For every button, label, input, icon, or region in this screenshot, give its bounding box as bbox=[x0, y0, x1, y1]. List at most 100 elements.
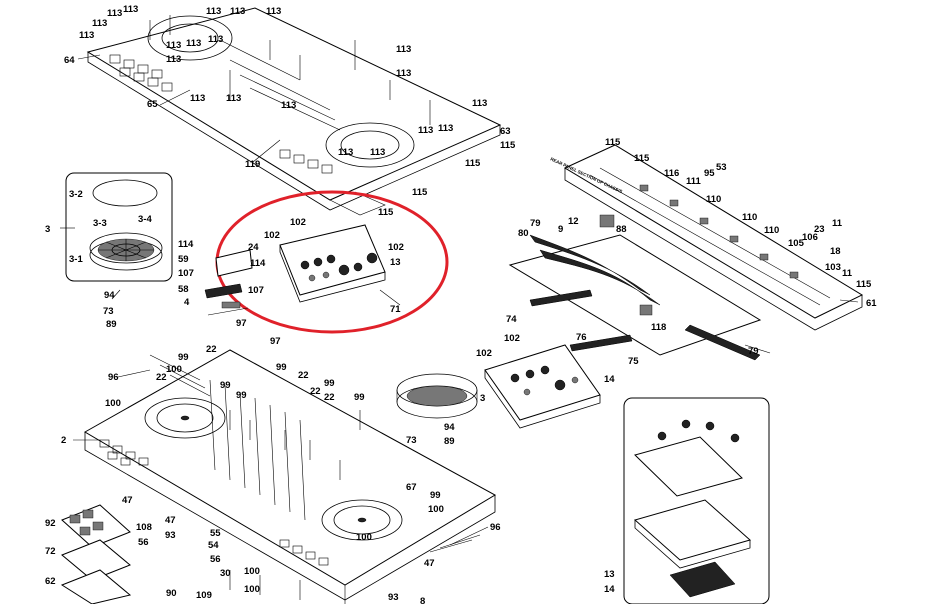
callout-c82: 55 bbox=[210, 528, 221, 539]
callout-c35: 94 bbox=[104, 290, 115, 301]
callout-c108: 79 bbox=[748, 346, 759, 357]
callout-c92: 72 bbox=[45, 546, 56, 557]
callout-c46: 102 bbox=[290, 217, 306, 228]
callout-c91: 92 bbox=[45, 518, 56, 529]
callout-c40: 59 bbox=[178, 254, 189, 265]
callout-c45: 107 bbox=[248, 285, 264, 296]
callout-c118: 105 bbox=[788, 238, 805, 249]
callout-c100: 76 bbox=[576, 332, 587, 343]
callout-c56: 22 bbox=[156, 372, 167, 383]
callout-c33: 3-4 bbox=[138, 214, 152, 225]
callout-c115: 110 bbox=[706, 194, 721, 205]
callout-c44: 4 bbox=[184, 297, 190, 308]
callout-c31: 3-2 bbox=[69, 189, 83, 200]
callout-c81: 54 bbox=[208, 540, 219, 551]
callout-c89: 93 bbox=[388, 592, 399, 603]
callout-c72: 67 bbox=[406, 482, 417, 493]
leader-lines bbox=[60, 54, 859, 546]
callout-c50: 71 bbox=[390, 304, 401, 315]
callout-c58: 100 bbox=[105, 398, 121, 409]
callout-c95: 100 bbox=[356, 532, 372, 543]
main-chassis bbox=[83, 349, 497, 601]
callout-c67: 99 bbox=[354, 392, 365, 403]
callout-c34: 3-1 bbox=[69, 254, 83, 265]
callout-c96: 102 bbox=[476, 348, 492, 359]
callout-c120: 23 bbox=[814, 224, 825, 235]
callout-c114: 53 bbox=[716, 162, 727, 173]
callout-c104: 9 bbox=[558, 224, 563, 235]
callout-c122: 18 bbox=[830, 246, 841, 257]
callout-c123: 103 bbox=[825, 262, 841, 273]
callout-c75: 96 bbox=[490, 522, 501, 533]
callout-c19: 113 bbox=[338, 147, 353, 158]
callout-c102: 79 bbox=[530, 218, 541, 229]
callout-c32: 3-3 bbox=[93, 218, 107, 229]
callout-c1: 113 bbox=[92, 18, 107, 29]
callout-c26: 115 bbox=[412, 187, 428, 198]
callout-c2: 113 bbox=[107, 8, 122, 19]
callout-c13: 113 bbox=[396, 68, 411, 79]
callout-c63: 99 bbox=[324, 378, 335, 389]
callout-c54: 97 bbox=[270, 336, 281, 347]
callout-c22: 64 bbox=[64, 55, 75, 66]
callout-c39: 24 bbox=[248, 242, 259, 253]
callout-c62: 22 bbox=[310, 386, 321, 397]
callout-c103: 80 bbox=[518, 228, 529, 239]
callout-c80: 93 bbox=[165, 530, 176, 541]
callout-c99: 75 bbox=[628, 356, 639, 367]
callout-c3: 113 bbox=[123, 4, 138, 15]
callout-c88: 109 bbox=[196, 590, 212, 601]
jog-wheel-inset bbox=[65, 172, 173, 282]
jog-wheel-right bbox=[396, 373, 478, 419]
callout-c36: 73 bbox=[103, 306, 114, 317]
callout-c37: 89 bbox=[106, 319, 117, 330]
callout-c126: 61 bbox=[866, 298, 877, 309]
callout-c24: 119 bbox=[245, 159, 260, 170]
callout-c73: 99 bbox=[430, 490, 441, 501]
callout-c93: 62 bbox=[45, 576, 56, 587]
callout-c98: 14 bbox=[604, 374, 615, 385]
callout-c52: 99 bbox=[178, 352, 189, 363]
callout-c9: 113 bbox=[166, 40, 181, 51]
callout-c30: 3 bbox=[45, 224, 50, 235]
callout-c86: 30 bbox=[220, 568, 231, 579]
bracket-parts bbox=[204, 249, 253, 316]
callout-c110: 115 bbox=[634, 153, 650, 164]
callout-labels: 113 113 113 113 113 113 113 113 113 113 … bbox=[45, 4, 877, 604]
callout-c107: 118 bbox=[651, 322, 666, 333]
callout-c76: 47 bbox=[122, 495, 133, 506]
callout-c42: 107 bbox=[178, 268, 194, 279]
callout-c111: 116 bbox=[664, 168, 679, 179]
callout-c83: 56 bbox=[210, 554, 221, 565]
callout-c125: 115 bbox=[856, 279, 872, 290]
screws bbox=[149, 15, 431, 604]
callout-c127: 13 bbox=[604, 569, 615, 580]
top-plate-assembly bbox=[86, 7, 502, 216]
highlighted-sub-panel bbox=[279, 224, 386, 303]
callout-c85: 100 bbox=[244, 566, 260, 577]
callout-c59: 99 bbox=[220, 380, 231, 391]
callout-c15: 113 bbox=[226, 93, 241, 104]
callout-c4: 113 bbox=[79, 30, 94, 41]
callout-c25: 115 bbox=[465, 158, 481, 169]
callout-c124: 11 bbox=[842, 268, 853, 279]
callout-c105: 12 bbox=[568, 216, 579, 227]
callout-c101: 74 bbox=[506, 314, 517, 325]
callout-c128: 14 bbox=[604, 584, 615, 595]
callout-c65: 99 bbox=[236, 390, 247, 401]
callout-c106: 88 bbox=[616, 224, 627, 235]
callout-c74: 100 bbox=[428, 504, 444, 515]
callout-c109: 115 bbox=[605, 137, 621, 148]
callout-c87: 100 bbox=[244, 584, 260, 595]
callout-c20: 113 bbox=[370, 147, 385, 158]
callout-c55: 96 bbox=[108, 372, 119, 383]
callout-c5: 113 bbox=[206, 6, 221, 17]
callout-c57: 100 bbox=[166, 364, 182, 375]
callout-c27: 115 bbox=[378, 207, 394, 218]
callout-c6: 113 bbox=[230, 6, 245, 17]
callout-c11: 113 bbox=[166, 54, 181, 65]
callout-c121: 11 bbox=[832, 218, 843, 229]
top-plate-pads bbox=[109, 54, 333, 174]
callout-c112: 111 bbox=[686, 176, 702, 187]
